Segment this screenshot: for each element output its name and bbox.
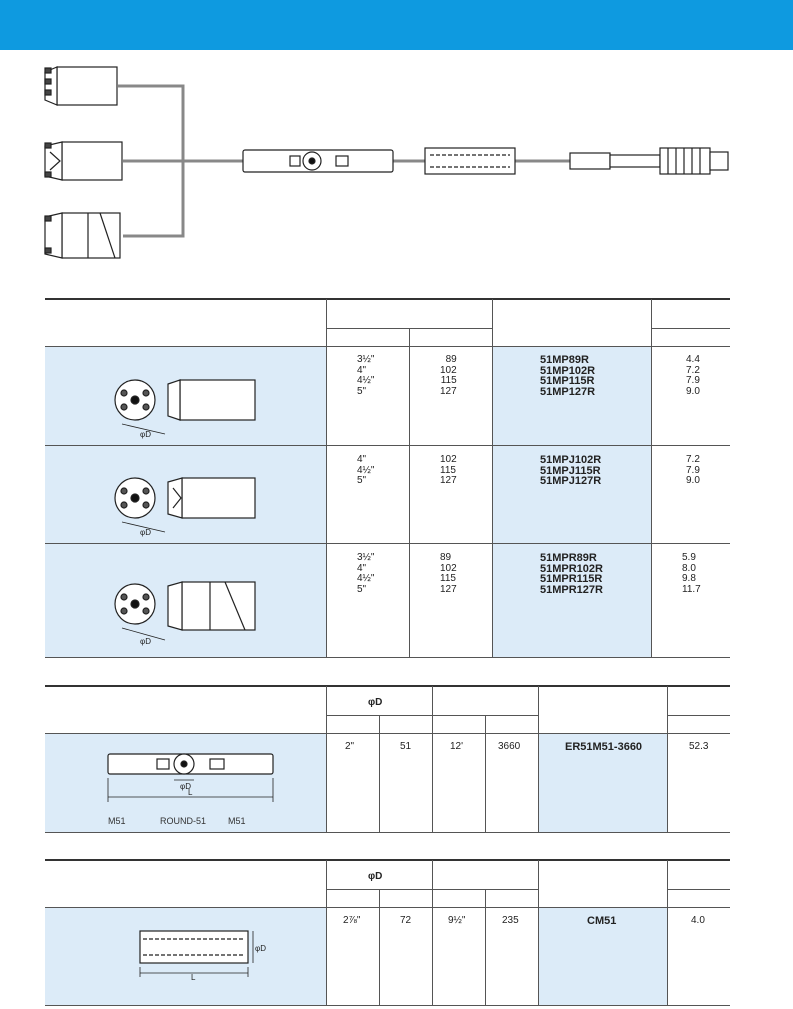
button-bit-retrac-icon: φD	[114, 581, 256, 646]
rod-len-mm: 3660	[498, 741, 521, 752]
caption-m51-left: M51	[108, 816, 126, 826]
phi-d-header: φD	[368, 871, 383, 882]
coupling-dia-mm: 72	[400, 915, 412, 926]
drill-rod-icon	[242, 149, 394, 173]
coupling-weight: 4.0	[691, 915, 705, 926]
rod-weight: 52.3	[689, 741, 709, 752]
shank-adapter-icon	[569, 147, 729, 175]
svg-text:φD: φD	[255, 944, 266, 953]
bit-1-icon	[44, 66, 118, 106]
drill-rod-diagram: φD L	[107, 753, 274, 802]
rod-len-ft: 12'	[450, 741, 464, 752]
coupling-icon	[424, 147, 516, 175]
button-bit-drop-center-icon: φD	[114, 477, 256, 537]
dia-in-list: 3½"4"4½"5"	[357, 354, 375, 397]
coupling-len-mm: 235	[502, 915, 519, 926]
svg-text:φD: φD	[140, 637, 151, 646]
svg-text:φD: φD	[180, 782, 191, 791]
coupling-dia-in: 2⅞"	[343, 915, 361, 926]
svg-text:φD: φD	[140, 430, 151, 439]
caption-m51-right: M51	[228, 816, 246, 826]
coupling-len-in: 9½"	[448, 915, 466, 926]
rod-dia-mm: 51	[400, 741, 412, 752]
svg-text:φD: φD	[140, 528, 151, 537]
rod-code: ER51M51-3660	[565, 741, 643, 753]
svg-text:L: L	[188, 788, 193, 797]
svg-text:L: L	[191, 973, 196, 982]
phi-d-header: φD	[368, 697, 383, 708]
bit-2-icon	[44, 141, 123, 181]
rod-dia-in: 2"	[345, 741, 355, 752]
button-bit-standard-icon: φD	[114, 379, 256, 439]
coupling-diagram: φD L	[139, 930, 266, 982]
drill-string-schematic	[44, 66, 729, 259]
caption-round-51: ROUND-51	[160, 816, 207, 826]
bit-3-icon	[44, 212, 121, 259]
header-banner	[0, 0, 793, 50]
coupling-code: CM51	[587, 915, 617, 927]
